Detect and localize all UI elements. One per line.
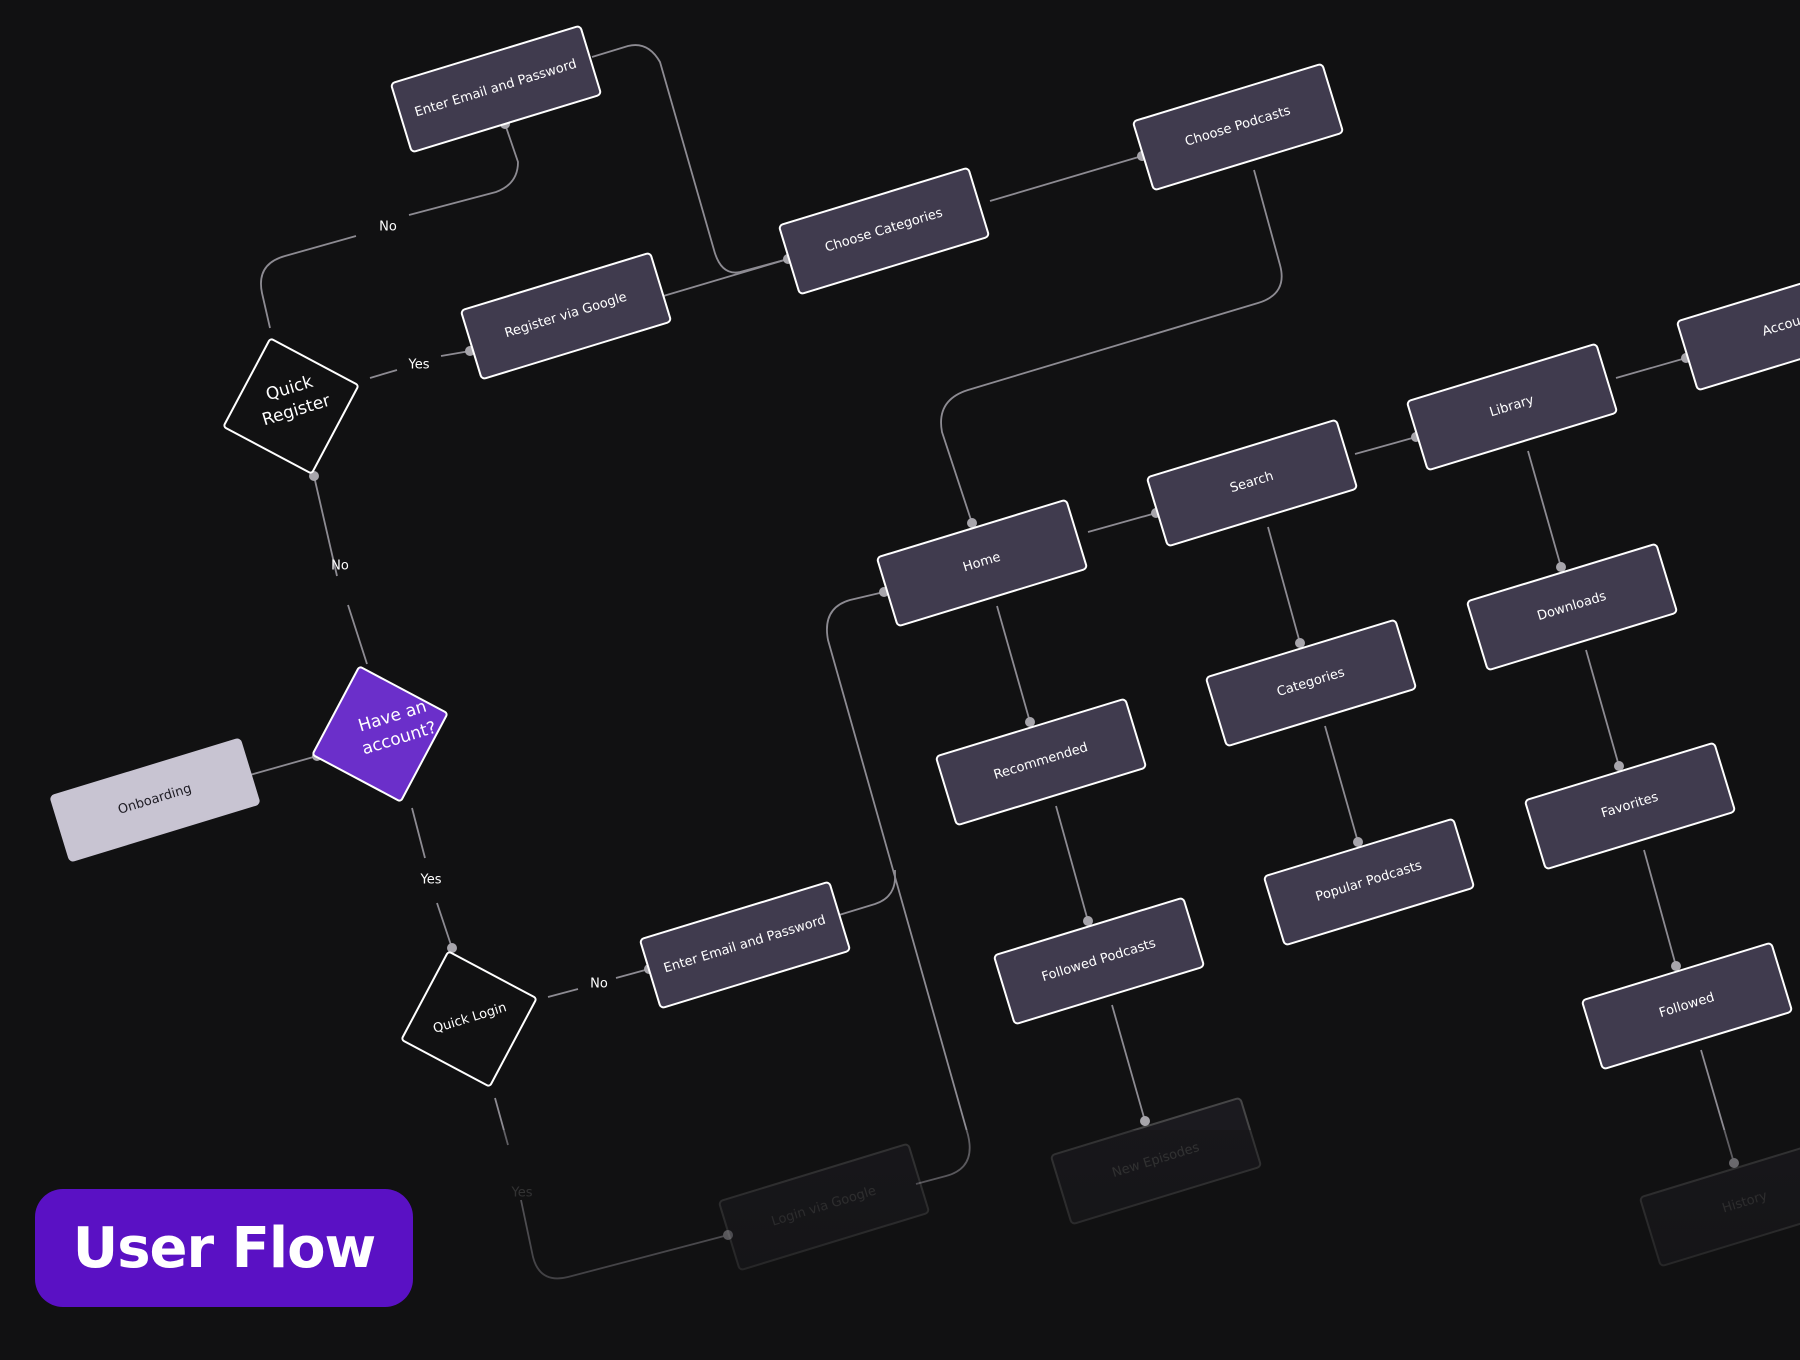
edge-home-to-search — [1087, 512, 1157, 533]
edge-search-to-library — [1354, 436, 1417, 455]
edge-library-to-downloads — [1527, 450, 1562, 568]
edge-categories-to-podcasts — [989, 155, 1143, 202]
edge-label-have-account-no: No — [331, 559, 349, 574]
edge-enter-email-to-categories — [591, 44, 789, 274]
edge-label-quick-register-yes: Yes — [408, 358, 430, 373]
edge-onboarding-have-account — [249, 755, 318, 776]
edge-categories-to-popular — [1324, 725, 1359, 843]
edge-favorites-to-followed — [1643, 849, 1677, 967]
edge-label-have-account-yes: Yes — [420, 873, 442, 888]
edge-home-to-recommended — [996, 605, 1031, 723]
edge-have-account-no — [313, 475, 368, 665]
edge-label-quick-login-yes: Yes — [511, 1186, 533, 1201]
edge-enter-email-bottom-to-home — [838, 870, 896, 916]
edge-followed-to-history — [1700, 1049, 1735, 1164]
edge-home-to-login-google — [826, 591, 971, 1185]
edge-label-quick-login-no: No — [590, 977, 608, 992]
edge-search-to-categories — [1267, 526, 1301, 644]
edge-downloads-to-favorites — [1585, 649, 1620, 767]
edge-register-google-to-categories — [659, 258, 789, 298]
edge-recommended-to-followed-podcasts — [1055, 805, 1089, 922]
connector-dots — [309, 119, 1739, 1240]
edge-label-quick-register-no: No — [379, 220, 397, 235]
edge-quick-register-no — [260, 123, 519, 329]
edge-followed-podcasts-to-new-episodes — [1111, 1004, 1146, 1122]
user-flow-badge: User Flow — [35, 1189, 413, 1307]
edge-have-account-yes — [411, 807, 453, 949]
edge-podcasts-to-home — [940, 169, 1283, 524]
edge-library-to-account — [1615, 357, 1687, 379]
edge-quick-login-no — [547, 968, 650, 998]
